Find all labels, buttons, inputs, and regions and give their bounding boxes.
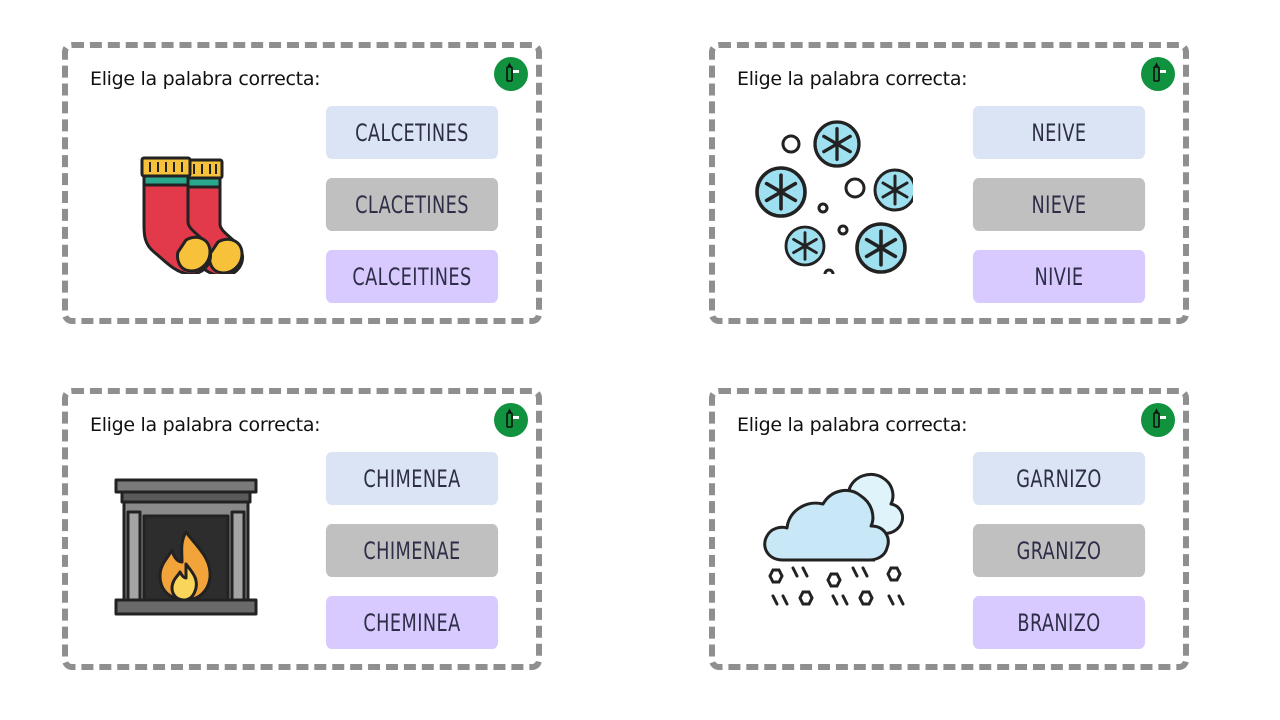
prompt-text: Elige la palabra correcta:	[90, 414, 321, 436]
option-2[interactable]: GRANIZO	[972, 524, 1146, 577]
hail-cloud-icon	[753, 460, 913, 620]
option-3[interactable]: CHEMINEA	[325, 596, 499, 649]
option-2[interactable]: CLACETINES	[325, 178, 499, 231]
option-2[interactable]: NIEVE	[972, 178, 1146, 231]
option-1[interactable]: NEIVE	[972, 106, 1146, 159]
option-1[interactable]: CALCETINES	[325, 106, 499, 159]
card-nieve: Elige la palabra correcta:	[709, 42, 1189, 324]
option-3[interactable]: BRANIZO	[972, 596, 1146, 649]
prompt-text: Elige la palabra correcta:	[737, 68, 968, 90]
logo-icon	[494, 57, 528, 91]
card-calcetines: Elige la palabra correcta: CALCETINES CL…	[62, 42, 542, 324]
card-chimenea: Elige la palabra correcta: CHIMENEA CHIM…	[62, 388, 542, 670]
option-1[interactable]: GARNIZO	[972, 452, 1146, 505]
logo-icon	[1141, 403, 1175, 437]
prompt-text: Elige la palabra correcta:	[90, 68, 321, 90]
logo-icon	[494, 403, 528, 437]
option-3[interactable]: NIVIE	[972, 250, 1146, 303]
fireplace-icon	[106, 460, 266, 620]
option-3[interactable]: CALCEITINES	[325, 250, 499, 303]
logo-icon	[1141, 57, 1175, 91]
snowflakes-icon	[753, 114, 917, 280]
socks-icon	[106, 114, 266, 278]
option-1[interactable]: CHIMENEA	[325, 452, 499, 505]
prompt-text: Elige la palabra correcta:	[737, 414, 968, 436]
card-granizo: Elige la palabra correcta:	[709, 388, 1189, 670]
option-2[interactable]: CHIMENAE	[325, 524, 499, 577]
